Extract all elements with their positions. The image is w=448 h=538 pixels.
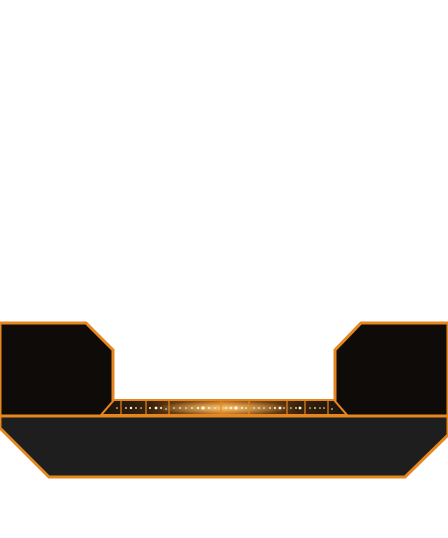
sparkle-dot xyxy=(149,407,151,409)
sparkle-dot xyxy=(154,406,158,410)
left-side-panel xyxy=(0,321,115,418)
sparkle-dot xyxy=(241,407,243,409)
sparkle-dot xyxy=(245,407,247,409)
sparkle-dot xyxy=(323,407,325,409)
light-strip xyxy=(98,399,350,416)
sparkle-dot xyxy=(116,407,118,409)
sparkle-dot xyxy=(160,407,162,409)
sparkle-dot xyxy=(129,406,133,410)
light-strip-dividers xyxy=(120,401,329,414)
sparkle-dot xyxy=(331,408,333,410)
sparkle-dot xyxy=(229,406,233,410)
sparkle-dot xyxy=(125,407,127,409)
sparkle-dot xyxy=(165,408,167,410)
sparkle-dot xyxy=(179,407,181,409)
bottom-panel xyxy=(0,414,448,479)
sparkle-dot xyxy=(274,407,276,409)
sparkle-dot xyxy=(309,407,311,409)
sparkle-dot xyxy=(201,406,205,410)
sparkle-dot xyxy=(173,407,175,409)
sparkle-dot xyxy=(263,407,265,409)
sparkle-dot xyxy=(225,407,227,409)
sparkle-dot xyxy=(234,406,238,410)
sparkle-dot xyxy=(191,407,193,409)
right-side-panel xyxy=(333,321,448,418)
sparkle-dot xyxy=(314,407,316,409)
sparkle-dot xyxy=(185,407,187,409)
sparkle-dot xyxy=(283,407,285,409)
sparkle-dot xyxy=(214,407,216,409)
sparkle-dot xyxy=(298,406,302,410)
light-strip-sparkles xyxy=(116,406,333,410)
light-strip-center-glow xyxy=(154,401,294,415)
sparkle-dot xyxy=(253,407,255,409)
sparkle-dot xyxy=(278,406,282,410)
sparkle-dot xyxy=(290,407,292,409)
sparkle-dot xyxy=(135,407,137,409)
sparkle-dot xyxy=(295,407,297,409)
sparkle-dot xyxy=(258,407,260,409)
sparkle-dot xyxy=(208,407,210,409)
sparkle-dot xyxy=(269,407,271,409)
sparkle-dot xyxy=(196,406,200,410)
sparkle-dot xyxy=(140,407,142,409)
sparkle-dot xyxy=(319,407,321,409)
